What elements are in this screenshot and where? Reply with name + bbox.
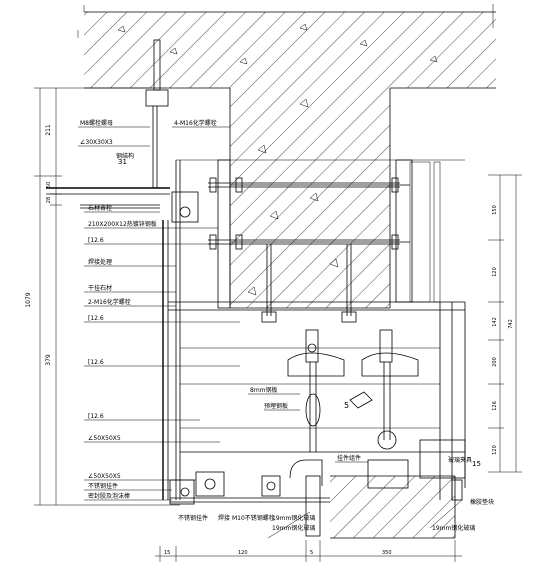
label-glass-19b: 19mm钢化玻璃: [272, 524, 315, 532]
label-stone-sealant: 石材背栓: [88, 204, 112, 212]
label-angle-50b: ∠50X50X5: [88, 473, 121, 480]
label-channel-2: [12.6: [88, 315, 104, 322]
label-rod: 8mm钢板: [250, 386, 278, 394]
dim-left-d3: 28: [46, 197, 52, 203]
left-dimensions: [34, 87, 180, 506]
label-angle-50a: ∠50X50X5: [88, 435, 121, 442]
anchor-bolts: [208, 177, 400, 323]
label-glass-19c: 19mm钢化玻璃: [432, 524, 475, 532]
label-m16-anchor: 4-M16化学螺栓: [174, 119, 217, 127]
dim-right-r6: 120: [492, 445, 498, 455]
dim-left-d4: 379: [45, 354, 52, 366]
label-plate: 预埋钢板: [264, 402, 288, 410]
dim-right-r5: 126: [492, 401, 498, 411]
dim-angle-marker: 31: [118, 158, 127, 166]
label-channel-top: [12.6: [88, 237, 104, 244]
right-dimensions: [488, 174, 522, 473]
label-m10: M10不锈钢螺栓: [232, 514, 275, 522]
label-weld: 焊接处理: [88, 258, 112, 266]
dim-bottom-b4: 5: [310, 550, 313, 556]
label-dry-hang: 干挂石材: [88, 284, 112, 292]
hanger-rod: [145, 39, 169, 188]
dim-right-r4: 200: [492, 357, 498, 367]
label-stainless: 不锈钢挂件: [88, 482, 118, 490]
dim-right-total: 742: [508, 319, 514, 329]
dim-left-total: 1079: [25, 292, 32, 307]
dim-bottom-b2: 120: [238, 550, 248, 556]
label-steel-plate: 210X200X12热镀锌钢板: [88, 220, 157, 228]
dim-right-r7: 15: [472, 460, 481, 468]
aggregate-marks: [117, 23, 438, 296]
dim-right-r2: 120: [492, 267, 498, 277]
leader-lines: [78, 126, 463, 539]
glass-hanger-assembly: [287, 329, 419, 489]
label-m8-bolt: M8螺栓螺母: [80, 119, 113, 127]
steel-frame: [168, 159, 466, 500]
label-weld-m10: 焊接: [218, 514, 230, 522]
dim-bottom-b1: 15: [164, 550, 170, 556]
label-channel-3: [12.6: [88, 359, 104, 366]
dim-left-d2: 50: [46, 182, 52, 188]
label-glass-19a: 19mm钢化玻璃: [272, 514, 315, 522]
label-angle-30: ∠30X30X3: [80, 139, 113, 146]
label-stone-clip: 不锈钢挂件: [178, 514, 208, 522]
bottom-dimensions: [155, 540, 462, 562]
dim-right-r1: 150: [492, 205, 498, 215]
dim-bottom-b3: 350: [382, 550, 392, 556]
glass-panel: [169, 471, 330, 537]
dim-right-r3: 142: [492, 317, 498, 327]
label-steel-note: 钢结构: [116, 152, 134, 160]
label-rubber: 橡胶垫块: [470, 498, 494, 506]
floor-slab: [330, 475, 463, 539]
label-hang-piece: 挂件组件: [337, 454, 361, 462]
section-marker-5: 5: [344, 401, 349, 410]
label-channel-4: [12.6: [88, 413, 104, 420]
label-sealant-strip: 密封胶及泡沫棒: [88, 492, 130, 500]
ceiling-ledge: [46, 187, 199, 223]
dim-left-d1: 211: [45, 124, 52, 136]
label-ground-clip: 玻璃夹具: [448, 456, 472, 464]
label-m16-bolt: 2-M16化学螺栓: [88, 298, 131, 306]
